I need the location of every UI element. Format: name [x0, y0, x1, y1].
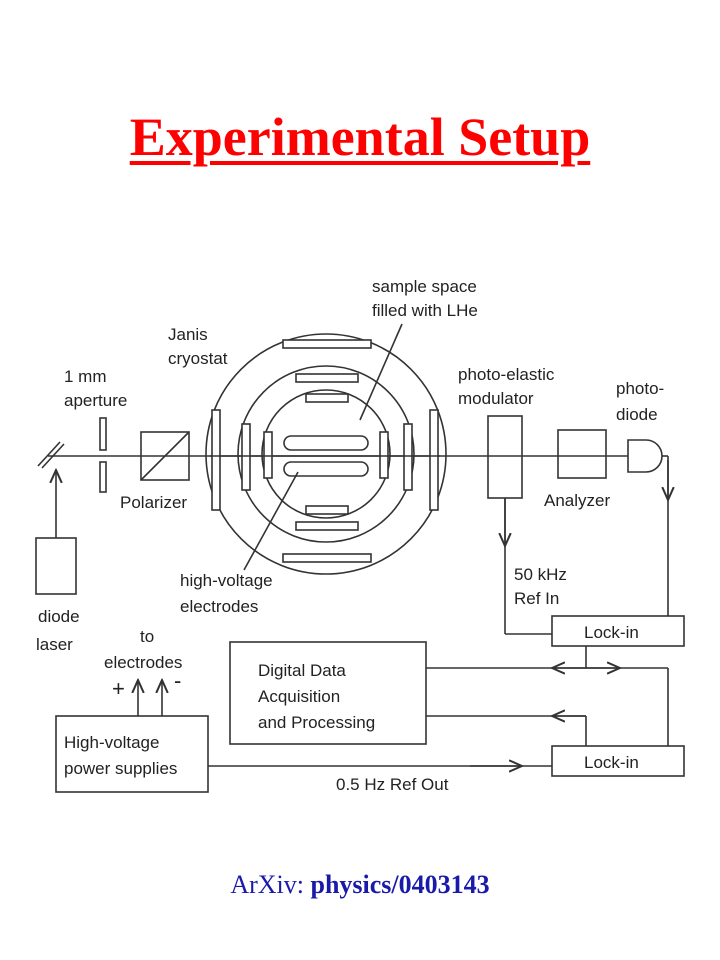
cryostat-inner [261, 389, 391, 519]
lockin-top-label: Lock-in [584, 623, 639, 642]
to-electrodes-label-1: to [140, 627, 154, 646]
hv-supply-label-1: High-voltage [64, 733, 159, 752]
shield-plate [429, 409, 439, 511]
polarizer-label: Polarizer [120, 493, 187, 512]
diode-laser-box [35, 537, 77, 595]
janis-label-2: cryostat [168, 349, 228, 368]
diode-laser-label-2: laser [36, 635, 73, 654]
photodiode-icon [627, 439, 663, 473]
diode-laser-label-1: diode [38, 607, 80, 626]
hv-electrodes-label-2: electrodes [180, 597, 258, 616]
shield-plate [305, 505, 349, 515]
daq-label-1: Digital Data [258, 661, 346, 680]
analyzer-box [557, 429, 607, 479]
electrode-bottom [283, 461, 369, 477]
aperture-top [99, 417, 107, 451]
shield-plate [263, 431, 273, 479]
shield-plate [305, 393, 349, 403]
shield-plate [295, 521, 359, 531]
daq-box [229, 641, 427, 745]
hv-supply-label-2: power supplies [64, 759, 177, 778]
daq-label-3: and Processing [258, 713, 375, 732]
sample-space-label-2: filled with LHe [372, 301, 478, 320]
hv-electrodes-label-1: high-voltage [180, 571, 273, 590]
aperture-bottom [99, 461, 107, 493]
mirror-back [41, 443, 65, 469]
shield-plate [295, 373, 359, 383]
footer-arxiv-id: physics/0403143 [310, 870, 490, 899]
footer-citation: ArXiv: physics/0403143 [0, 870, 720, 900]
ref-out-label: 0.5 Hz Ref Out [336, 775, 449, 794]
shield-plate [282, 339, 372, 349]
minus-sign: - [174, 668, 181, 693]
ref-in-label-2: Ref In [514, 589, 559, 608]
page-title: Experimental Setup [129, 107, 591, 167]
electrode-top [283, 435, 369, 451]
daq-label-2: Acquisition [258, 687, 340, 706]
hv-supply-box [55, 715, 209, 793]
shield-plate [403, 423, 413, 491]
shield-plate [379, 431, 389, 479]
plus-sign: + [112, 676, 125, 701]
aperture-label-2: aperture [64, 391, 127, 410]
photodiode-label-1: photo- [616, 379, 664, 398]
sample-space-pointer [359, 323, 403, 421]
shield-plate [282, 553, 372, 563]
cryostat-middle [237, 365, 415, 543]
photodiode-label-2: diode [616, 405, 658, 424]
shield-plate [241, 423, 251, 491]
pem-label-2: modulator [458, 389, 534, 408]
to-electrodes-label-2: electrodes [104, 653, 182, 672]
cryostat-outer [205, 333, 447, 575]
hv-electrodes-pointer [243, 471, 299, 571]
pem-box [487, 415, 523, 499]
lockin-top-box [551, 615, 685, 647]
sample-space-label-1: sample space [372, 277, 477, 296]
lockin-bottom-box [551, 745, 685, 777]
shield-plate [211, 409, 221, 511]
lockin-bottom-label: Lock-in [584, 753, 639, 772]
janis-label-1: Janis [168, 325, 208, 344]
ref-in-label-1: 50 kHz [514, 565, 567, 584]
analyzer-label: Analyzer [544, 491, 610, 510]
aperture-label-1: 1 mm [64, 367, 107, 386]
pem-label-1: photo-elastic [458, 365, 555, 384]
mirror [37, 441, 61, 467]
footer-prefix: ArXiv: [230, 870, 311, 899]
